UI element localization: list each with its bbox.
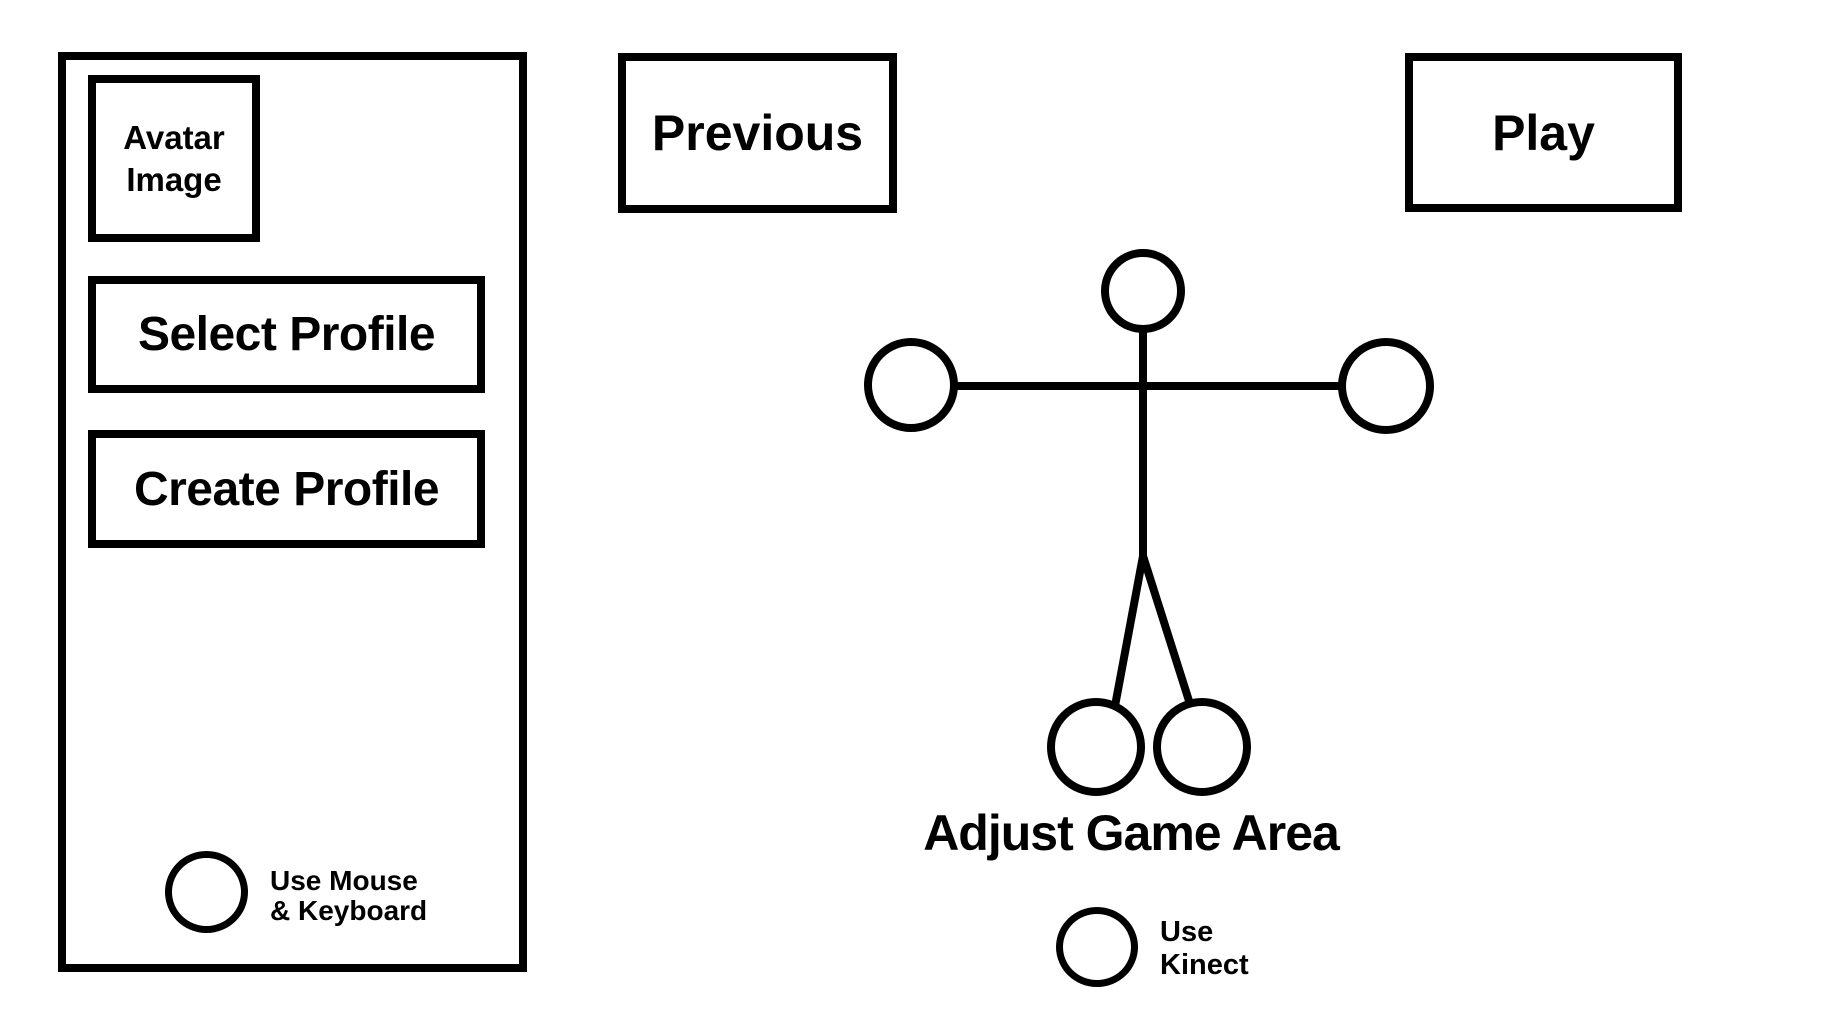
select-profile-label: Select Profile (137, 308, 436, 361)
avatar-label-line1: Avatar (123, 118, 225, 156)
avatar-image-label: Avatar Image (123, 117, 225, 201)
right-leg-bone (1139, 554, 1194, 706)
mouse-keyboard-option-label: Use Mouse & Keyboard (270, 866, 427, 926)
head-circle (1101, 249, 1185, 333)
left-leg-bone (1111, 555, 1147, 707)
right-foot-circle (1153, 698, 1251, 796)
kinect-option-line1: Use (1160, 916, 1214, 948)
play-button[interactable]: Play (1405, 53, 1682, 212)
previous-button[interactable]: Previous (618, 53, 897, 213)
mouse-option-line1: Use Mouse (270, 865, 418, 896)
kinect-option-line2: Kinect (1160, 949, 1249, 981)
stick-figure-skeleton-svg (864, 249, 1434, 796)
avatar-image-placeholder: Avatar Image (88, 75, 260, 242)
adjust-game-area-label: Adjust Game Area (923, 805, 1340, 861)
kinect-radio-icon[interactable] (1056, 907, 1138, 987)
mouse-option-line2: & Keyboard (270, 895, 428, 926)
kinect-option-label: Use Kinect (1160, 916, 1249, 982)
previous-button-label: Previous (651, 105, 864, 161)
left-foot-circle (1047, 698, 1145, 796)
stick-figure-icon[interactable] (850, 245, 1450, 805)
left-hand-circle (864, 338, 958, 432)
select-profile-button[interactable]: Select Profile (88, 276, 485, 393)
right-hand-circle (1338, 338, 1434, 434)
create-profile-button[interactable]: Create Profile (88, 430, 485, 548)
create-profile-label: Create Profile (133, 462, 440, 516)
mouse-keyboard-radio-icon[interactable] (165, 851, 248, 933)
profile-panel: Avatar Image Select Profile Create Profi… (58, 52, 527, 972)
play-button-label: Play (1492, 104, 1595, 161)
avatar-label-line2: Image (126, 160, 222, 198)
